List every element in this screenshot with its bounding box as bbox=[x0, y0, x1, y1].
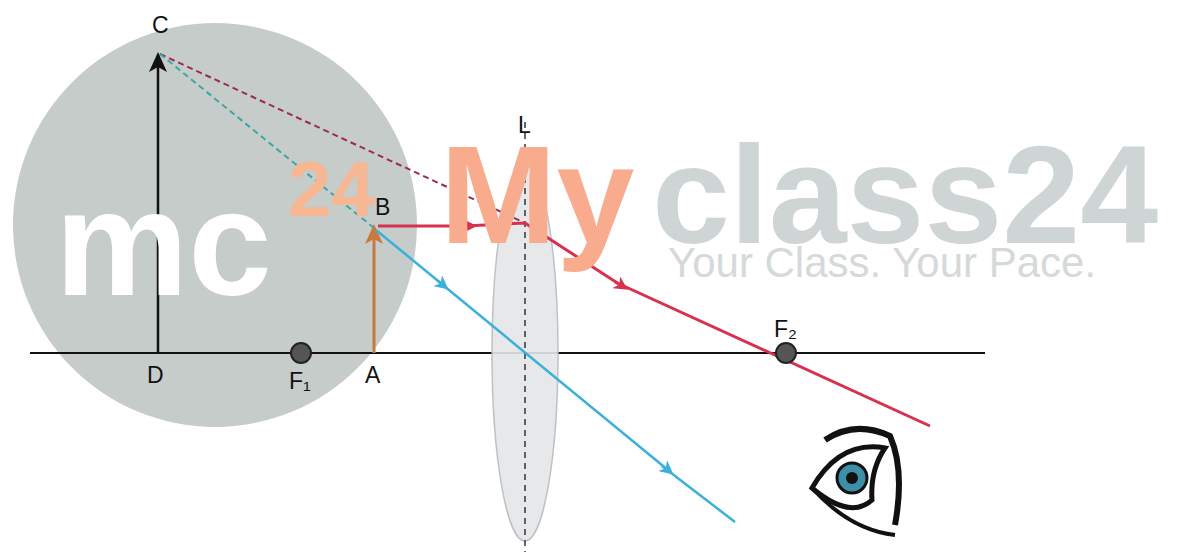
focal-point bbox=[776, 343, 796, 363]
refracted-ray bbox=[615, 282, 930, 426]
image-arrowhead bbox=[149, 52, 167, 72]
focus-label: F₂ bbox=[774, 318, 797, 341]
eye-icon bbox=[812, 429, 899, 535]
point-label: B bbox=[375, 196, 390, 219]
central-ray bbox=[662, 466, 735, 522]
watermark-text: 24 bbox=[288, 150, 375, 228]
object-arrow bbox=[373, 238, 376, 353]
central-ray bbox=[376, 230, 443, 285]
watermark-text: My bbox=[440, 125, 634, 265]
point-label: C bbox=[152, 14, 169, 37]
watermark-tagline: Your Class. Your Pace. bbox=[668, 242, 1096, 284]
point-label: A bbox=[365, 364, 380, 387]
focal-point bbox=[291, 343, 311, 363]
watermark-disc bbox=[13, 23, 417, 427]
focus-label: F₁ bbox=[289, 370, 311, 393]
central-ray bbox=[438, 281, 668, 470]
point-label: D bbox=[147, 364, 164, 387]
watermark-text: mc bbox=[55, 168, 272, 318]
